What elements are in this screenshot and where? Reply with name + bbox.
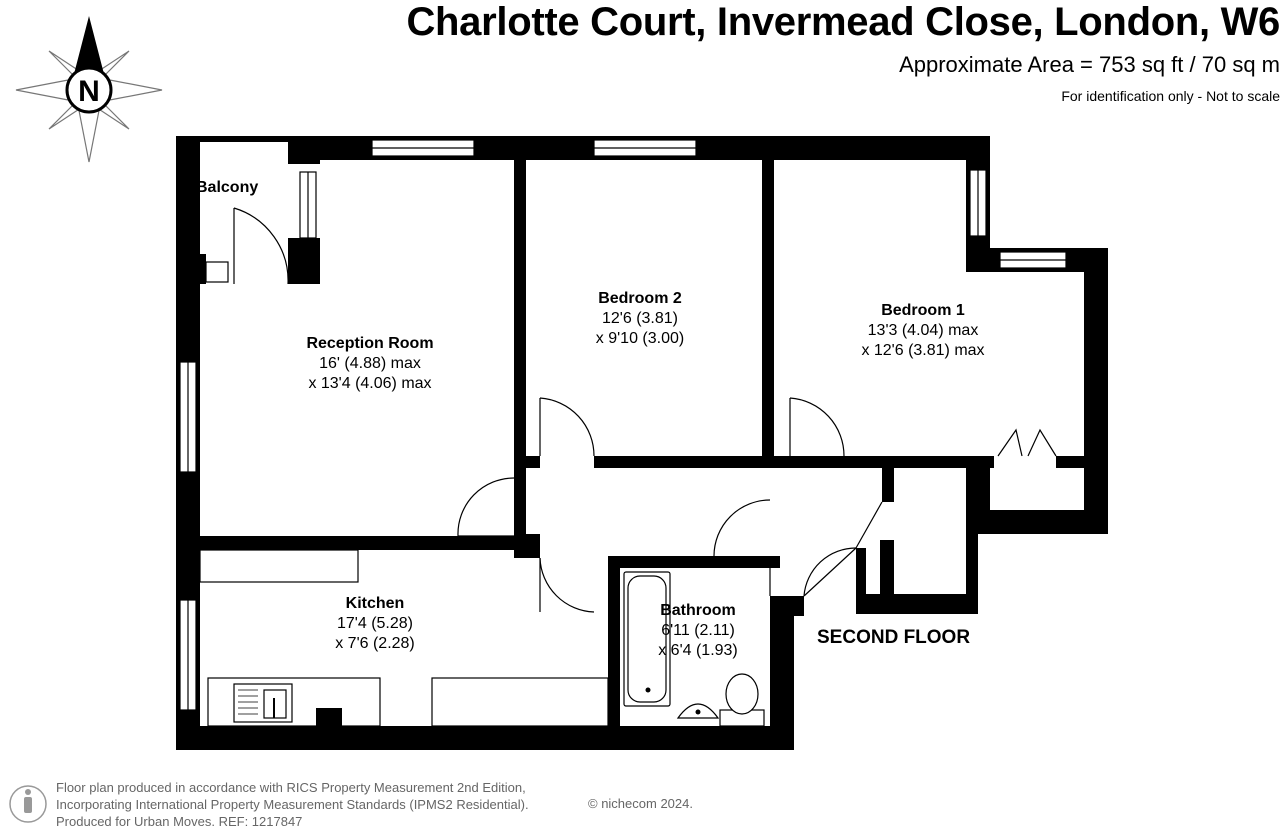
footer-notes: Floor plan produced in accordance with R…	[56, 779, 529, 830]
room-dimension: x 13'4 (4.06) max	[308, 375, 432, 392]
room-bedroom-2: Bedroom 2 12'6 (3.81) x 9'10 (3.00)	[560, 289, 720, 349]
floor-label: SECOND FLOOR	[817, 627, 971, 648]
windows	[179, 139, 1067, 711]
person-icon	[9, 785, 47, 823]
kitchen-fixtures	[199, 549, 609, 727]
copyright: © nichecom 2024.	[588, 796, 693, 811]
room-kitchen: Kitchen 17'4 (5.28) x 7'6 (2.28)	[315, 594, 435, 654]
room-name: Bathroom	[660, 602, 736, 619]
room-name: Kitchen	[345, 595, 405, 612]
compass-icon: N	[15, 16, 163, 163]
room-dimension: 17'4 (5.28)	[337, 615, 413, 632]
footer-line: Produced for Urban Moves. REF: 1217847	[56, 814, 303, 829]
identification-note: For identification only - Not to scale	[1061, 88, 1280, 104]
kitchen-appliance	[316, 708, 342, 728]
room-name: Reception Room	[306, 335, 434, 352]
kitchen-worktop-top	[199, 549, 359, 583]
room-dimension: x 7'6 (2.28)	[335, 635, 415, 652]
approximate-area: Approximate Area = 753 sq ft / 70 sq m	[899, 52, 1280, 77]
room-dimension: x 9'10 (3.00)	[595, 330, 685, 347]
room-dimension: x 6'4 (1.93)	[658, 642, 738, 659]
room-bedroom-1: Bedroom 1 13'3 (4.04) max x 12'6 (3.81) …	[838, 301, 1008, 361]
room-name: Bedroom 1	[881, 302, 965, 319]
toilet-icon	[725, 673, 759, 715]
room-dimension: 16' (4.88) max	[319, 355, 421, 372]
bathroom-fixtures	[623, 571, 765, 727]
kitchen-worktop-right	[431, 677, 609, 727]
room-dimension: 6'11 (2.11)	[661, 622, 735, 639]
room-bathroom: Bathroom 6'11 (2.11) x 6'4 (1.93)	[638, 601, 758, 661]
footer-line: Floor plan produced in accordance with R…	[56, 780, 526, 795]
room-dimension: 12'6 (3.81)	[602, 310, 678, 327]
room-balcony: Balcony	[196, 178, 258, 198]
page-title: Charlotte Court, Invermead Close, London…	[406, 0, 1280, 44]
room-reception: Reception Room 16' (4.88) max x 13'4 (4.…	[280, 334, 460, 394]
footer-line: Incorporating International Property Mea…	[56, 797, 529, 812]
room-dimension: 13'3 (4.04) max	[867, 322, 979, 339]
compass-north-letter: N	[78, 75, 100, 108]
room-name: Balcony	[196, 179, 259, 196]
room-dimension: x 12'6 (3.81) max	[861, 342, 985, 359]
doors	[233, 207, 1057, 613]
room-name: Bedroom 2	[598, 290, 682, 307]
